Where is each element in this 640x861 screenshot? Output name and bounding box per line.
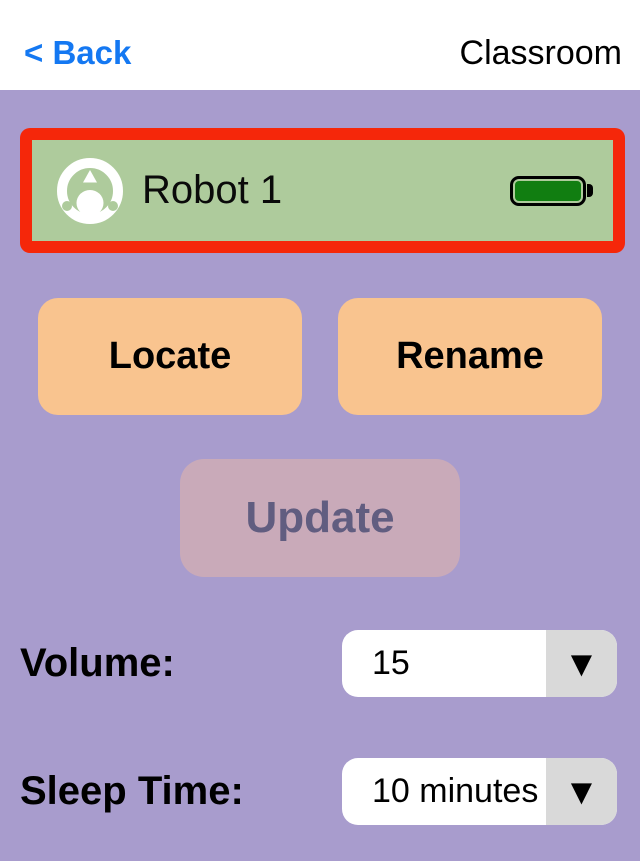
actions-row: Locate Rename — [38, 298, 602, 415]
volume-label: Volume: — [20, 641, 175, 685]
back-button[interactable]: < Back — [24, 34, 132, 71]
chevron-down-icon: ▼ — [563, 770, 600, 812]
sleep-time-dropdown-arrow-box[interactable]: ▼ — [546, 758, 617, 825]
chevron-down-icon: ▼ — [563, 642, 600, 684]
sleep-time-dropdown[interactable]: 10 minutes ▼ — [342, 758, 617, 825]
robot-icon — [57, 157, 123, 224]
nav-bar: < Back Classroom — [0, 0, 640, 90]
update-button-disabled[interactable]: Update — [180, 459, 460, 577]
volume-dropdown[interactable]: 15 ▼ — [342, 630, 617, 697]
rename-button[interactable]: Rename — [338, 298, 602, 415]
locate-button[interactable]: Locate — [38, 298, 302, 415]
sleep-time-label: Sleep Time: — [20, 769, 244, 813]
battery-fill — [515, 180, 581, 201]
battery-full-icon — [510, 175, 593, 206]
robot-name: Robot 1 — [142, 168, 283, 212]
battery-nub — [587, 184, 593, 197]
volume-value: 15 — [372, 644, 410, 682]
battery-body — [510, 175, 586, 206]
page-title: Classroom — [459, 33, 622, 72]
robot-card-selected[interactable]: Robot 1 — [20, 128, 625, 253]
volume-dropdown-arrow-box[interactable]: ▼ — [546, 630, 617, 697]
sleep-time-value: 10 minutes — [372, 772, 539, 810]
